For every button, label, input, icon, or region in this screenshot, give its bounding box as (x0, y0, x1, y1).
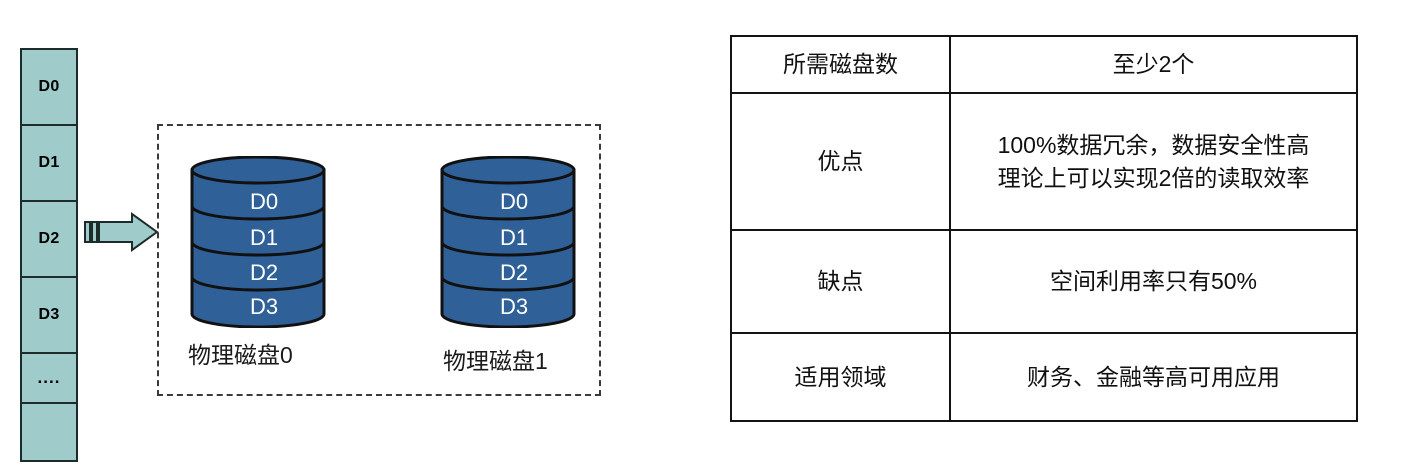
physical-disk-group-box (157, 124, 601, 396)
value-line: 至少2个 (1112, 51, 1195, 78)
row-value-use-cases: 财务、金融等高可用应用 (949, 332, 1358, 422)
logical-block-d0: D0 (22, 50, 76, 126)
disk-0-body (190, 156, 326, 328)
table-row-advantages: 优点 100%数据冗余，数据安全性高 理论上可以实现2倍的读取效率 (730, 92, 1358, 231)
write-flow-arrow (84, 212, 159, 252)
row-label-use-cases: 适用领域 (730, 332, 951, 422)
disk-0-segment-d1: D1 (250, 225, 278, 250)
logical-block-more: .... (22, 354, 76, 404)
row-label-disadvantages: 缺点 (730, 229, 951, 334)
logical-block-empty (22, 404, 76, 456)
row-label-disk-count: 所需磁盘数 (730, 35, 951, 94)
row-value-disk-count: 至少2个 (949, 35, 1358, 94)
disk-1-segment-d0: D0 (500, 189, 528, 214)
logical-block-d1: D1 (22, 126, 76, 202)
disk-0-segment-d0: D0 (250, 189, 278, 214)
logical-block-d2: D2 (22, 202, 76, 278)
table-row-disadvantages: 缺点 空间利用率只有50% (730, 229, 1358, 334)
row-value-disadvantages: 空间利用率只有50% (949, 229, 1358, 334)
disk-0-segment-d3: D3 (250, 294, 278, 319)
logical-data-blocks: D0 D1 D2 D3 .... (20, 48, 78, 462)
row-label-advantages: 优点 (730, 92, 951, 231)
disk-1-segment-d2: D2 (500, 260, 528, 285)
value-line: 空间利用率只有50% (1049, 268, 1258, 295)
logical-block-d3: D3 (22, 278, 76, 354)
physical-disk-1: D0 D1 D2 D3 (440, 156, 576, 328)
value-line: 理论上可以实现2倍的读取效率 (997, 164, 1310, 191)
disk-1-segment-d1: D1 (500, 225, 528, 250)
physical-disk-0: D0 D1 D2 D3 (190, 156, 326, 328)
table-row-use-cases: 适用领域 财务、金融等高可用应用 (730, 332, 1358, 422)
disk-0-segment-d2: D2 (250, 260, 278, 285)
row-value-advantages: 100%数据冗余，数据安全性高 理论上可以实现2倍的读取效率 (949, 92, 1358, 231)
value-line: 财务、金融等高可用应用 (1027, 363, 1280, 390)
disk-1-segment-d3: D3 (500, 294, 528, 319)
raid1-specification-table: 所需磁盘数 至少2个 优点 100%数据冗余，数据安全性高 理论上可以实现2倍的… (730, 35, 1358, 422)
physical-disk-1-label: 物理磁盘1 (443, 348, 548, 374)
disk-1-body (440, 156, 576, 328)
table-row-disk-count: 所需磁盘数 至少2个 (730, 35, 1358, 94)
physical-disk-0-label: 物理磁盘0 (188, 342, 293, 368)
value-line: 100%数据冗余，数据安全性高 (997, 131, 1310, 158)
